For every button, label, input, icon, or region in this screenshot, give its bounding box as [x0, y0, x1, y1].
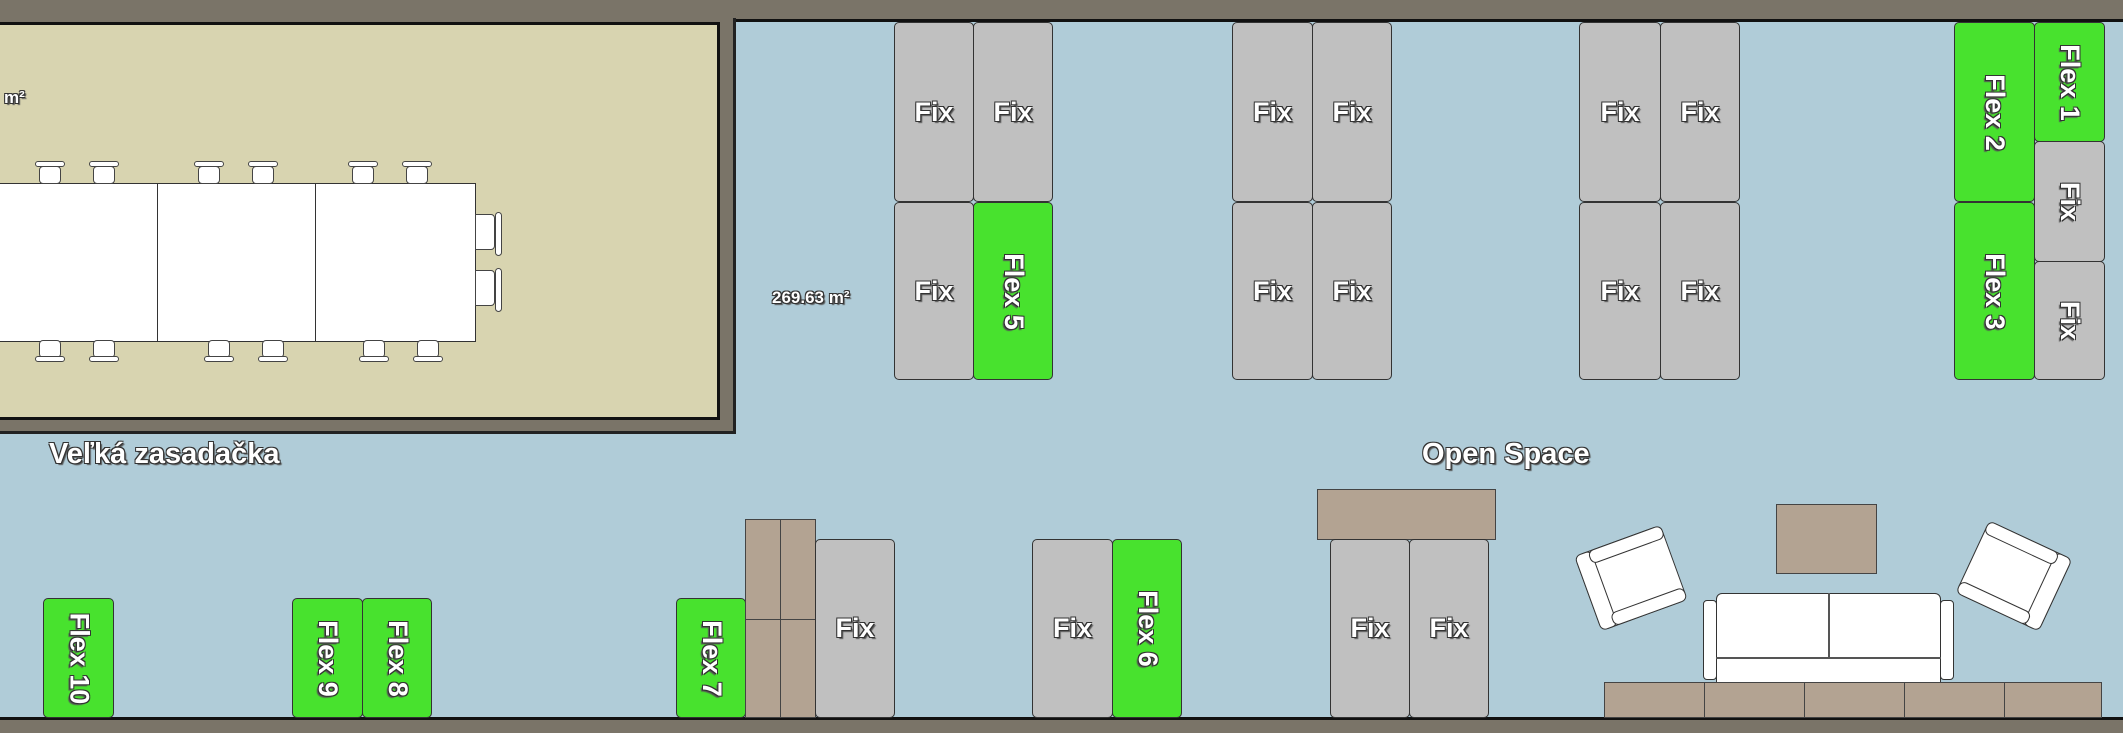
cabinet — [1317, 489, 1496, 540]
chair — [402, 161, 432, 184]
low-cabinet — [1804, 682, 1905, 718]
desk-fix[interactable]: Fix — [815, 539, 895, 718]
desk-fix[interactable]: Fix — [1032, 539, 1113, 718]
sofa — [1703, 593, 1954, 683]
cabinet — [745, 619, 781, 718]
chair — [258, 340, 288, 364]
desk-fix[interactable]: Fix — [894, 202, 974, 380]
desk-fix[interactable]: Fix — [2034, 141, 2105, 262]
chair — [204, 340, 234, 364]
desk-fix[interactable]: Fix — [894, 22, 974, 202]
bottom-wall — [0, 717, 2123, 733]
desk-fix[interactable]: Fix — [1579, 22, 1661, 202]
desk-fix[interactable]: Fix — [1660, 22, 1740, 202]
armchair — [1574, 524, 1688, 632]
desk-flex-5[interactable]: Flex 5 — [973, 202, 1053, 380]
chair — [89, 340, 119, 364]
chair — [35, 340, 65, 364]
desk-flex-7[interactable]: Flex 7 — [676, 598, 746, 718]
desk-flex-6[interactable]: Flex 6 — [1112, 539, 1182, 718]
desk-flex-9[interactable]: Flex 9 — [292, 598, 363, 718]
chair — [89, 161, 119, 184]
desk-fix[interactable]: Fix — [1579, 202, 1661, 380]
low-cabinet — [1604, 682, 1705, 718]
conference-table — [0, 183, 158, 342]
desk-flex-2[interactable]: Flex 2 — [1954, 22, 2035, 202]
desk-fix[interactable]: Fix — [1232, 22, 1313, 202]
low-cabinet — [1704, 682, 1805, 718]
desk-fix[interactable]: Fix — [1660, 202, 1740, 380]
conference-table — [157, 183, 316, 342]
conference-table — [315, 183, 476, 342]
desk-flex-1[interactable]: Flex 1 — [2034, 22, 2105, 142]
chair — [475, 214, 495, 250]
desk-flex-8[interactable]: Flex 8 — [362, 598, 432, 718]
conference-room-label: Veľká zasadačka — [49, 438, 280, 470]
cabinet — [780, 519, 816, 620]
desk-fix[interactable]: Fix — [1312, 202, 1392, 380]
desk-fix[interactable]: Fix — [1312, 22, 1392, 202]
top-wall — [0, 0, 2123, 22]
desk-fix[interactable]: Fix — [2034, 261, 2105, 380]
low-cabinet — [1904, 682, 2005, 718]
armchair — [1955, 520, 2073, 632]
chair — [359, 340, 389, 364]
chair — [348, 161, 378, 184]
desk-fix[interactable]: Fix — [1232, 202, 1313, 380]
cabinet — [780, 619, 816, 718]
low-cabinet — [2004, 682, 2102, 718]
conference-room-area: m² — [4, 88, 25, 107]
desk-flex-10[interactable]: Flex 10 — [43, 598, 114, 718]
chair — [475, 270, 495, 306]
chair — [413, 340, 443, 364]
open-space-area: 269.63 m² — [772, 288, 850, 307]
coffee-table — [1776, 504, 1877, 574]
chair — [248, 161, 278, 184]
desk-fix[interactable]: Fix — [1409, 539, 1489, 718]
desk-fix[interactable]: Fix — [973, 22, 1053, 202]
chair — [495, 268, 502, 312]
chair — [194, 161, 224, 184]
chair — [495, 212, 502, 256]
chair — [35, 161, 65, 184]
desk-flex-3[interactable]: Flex 3 — [1954, 202, 2035, 380]
cabinet — [745, 519, 781, 620]
open-space-label: Open Space — [1422, 438, 1590, 470]
desk-fix[interactable]: Fix — [1330, 539, 1410, 718]
